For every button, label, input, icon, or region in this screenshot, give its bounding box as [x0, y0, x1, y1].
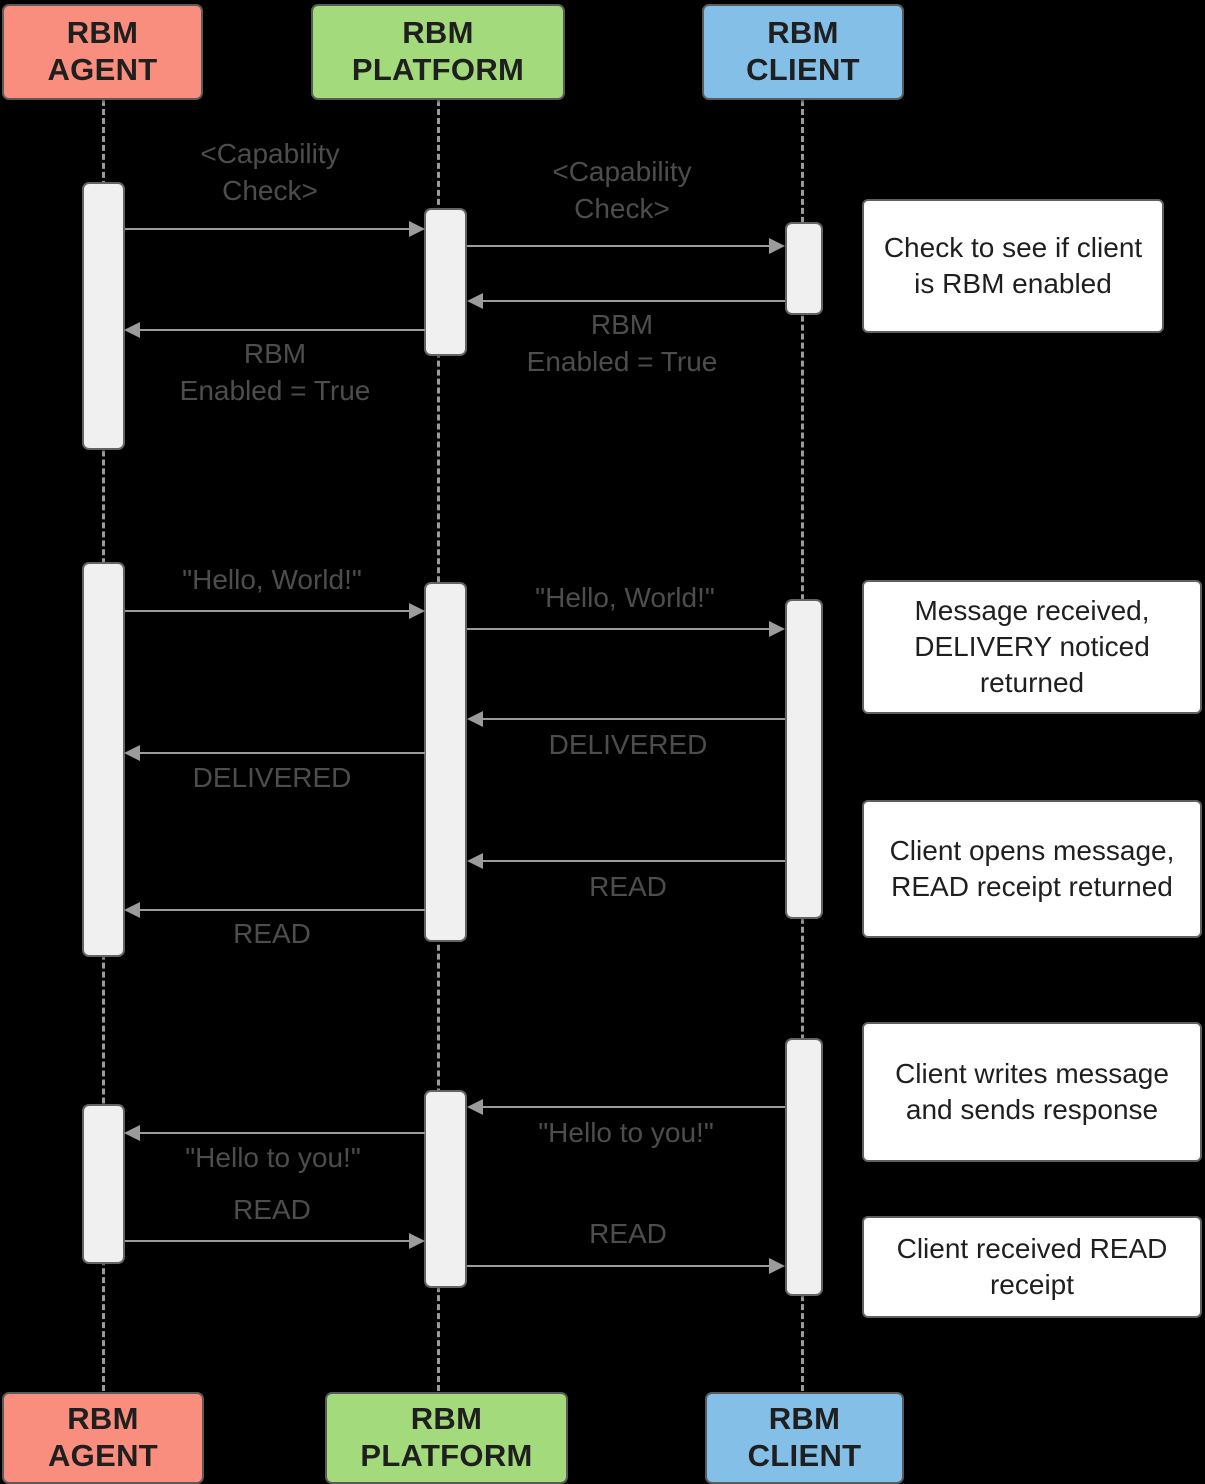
- message-arrowhead-m3: [467, 293, 483, 309]
- participant-agent-footer-line1: RBM: [67, 1401, 139, 1437]
- message-arrowhead-m13: [409, 1233, 425, 1249]
- participant-client-footer-line2: CLIENT: [747, 1438, 862, 1473]
- message-arrowhead-m10: [124, 902, 140, 918]
- message-label-m13: READ: [233, 1194, 311, 1225]
- activation-agent-2: [82, 562, 125, 957]
- message-label-m1: <Capability Check>: [200, 138, 340, 206]
- message-label-m2: <Capability Check>: [552, 156, 692, 224]
- participant-agent-footer-line2: AGENT: [48, 1438, 158, 1473]
- note-client-received-read: Client received READ receipt: [862, 1216, 1202, 1318]
- message-line-m6: [467, 628, 773, 630]
- message-line-m9: [482, 860, 785, 862]
- message-arrowhead-m1: [409, 221, 425, 237]
- activation-agent-3: [82, 1104, 125, 1264]
- message-arrowhead-m9: [467, 853, 483, 869]
- note-client-writes-message: Client writes message and sends response: [862, 1022, 1202, 1162]
- message-line-m14: [467, 1265, 773, 1267]
- note-message-received: Message received, DELIVERY noticed retur…: [862, 580, 1202, 714]
- participant-platform-footer-line2: PLATFORM: [360, 1438, 533, 1473]
- message-line-m7: [482, 718, 785, 720]
- message-line-m1: [125, 228, 413, 230]
- activation-client-1: [785, 222, 823, 315]
- activation-platform-2: [424, 582, 467, 942]
- activation-platform-3: [424, 1090, 467, 1288]
- message-line-m10: [140, 909, 425, 911]
- message-line-m2: [467, 245, 773, 247]
- message-label-m11: "Hello to you!": [538, 1117, 714, 1148]
- message-arrowhead-m7: [467, 711, 483, 727]
- participant-client-footer-line1: RBM: [768, 1401, 841, 1437]
- message-line-m4: [140, 329, 425, 331]
- message-arrowhead-m14: [769, 1258, 785, 1274]
- message-line-m3: [482, 300, 785, 302]
- message-arrowhead-m8: [124, 745, 140, 761]
- message-label-m9: READ: [589, 871, 667, 902]
- activation-client-2: [785, 599, 823, 919]
- participant-agent-line1: RBM: [66, 15, 139, 51]
- message-label-m10: READ: [233, 918, 311, 949]
- participant-header-platform[interactable]: RBM PLATFORM: [311, 4, 565, 100]
- message-label-m12: "Hello to you!": [185, 1142, 361, 1173]
- participant-platform-footer-line1: RBM: [410, 1401, 483, 1437]
- participant-footer-platform[interactable]: RBM PLATFORM: [325, 1392, 568, 1484]
- message-arrowhead-m4: [124, 322, 140, 338]
- participant-header-client[interactable]: RBM CLIENT: [702, 4, 904, 100]
- participant-agent-line2: AGENT: [47, 52, 158, 87]
- note-client-opens-message: Client opens message, READ receipt retur…: [862, 800, 1202, 938]
- activation-platform-1: [424, 208, 467, 356]
- activation-agent-1: [82, 182, 125, 450]
- message-line-m5: [125, 610, 413, 612]
- message-line-m8: [140, 752, 425, 754]
- message-arrowhead-m11: [467, 1099, 483, 1115]
- message-label-m8: DELIVERED: [192, 762, 352, 793]
- message-arrowhead-m12: [124, 1125, 140, 1141]
- participant-footer-client[interactable]: RBM CLIENT: [705, 1392, 904, 1484]
- participant-header-agent[interactable]: RBM AGENT: [2, 4, 203, 100]
- message-line-m13: [125, 1240, 413, 1242]
- participant-platform-line2: PLATFORM: [351, 52, 525, 87]
- participant-footer-agent[interactable]: RBM AGENT: [2, 1392, 204, 1484]
- message-arrowhead-m5: [409, 603, 425, 619]
- participant-platform-line1: RBM: [402, 15, 474, 51]
- message-arrowhead-m6: [769, 621, 785, 637]
- message-line-m12: [140, 1132, 425, 1134]
- message-label-m14: READ: [589, 1218, 667, 1249]
- participant-client-line2: CLIENT: [746, 52, 860, 87]
- message-label-m5: "Hello, World!": [182, 564, 362, 595]
- note-capability-check: Check to see if client is RBM enabled: [862, 199, 1164, 333]
- message-label-m4: RBM Enabled = True: [179, 338, 371, 406]
- message-label-m7: DELIVERED: [548, 729, 708, 760]
- participant-client-line1: RBM: [767, 15, 839, 51]
- activation-client-3: [785, 1038, 823, 1296]
- message-arrowhead-m2: [769, 238, 785, 254]
- message-label-m6: "Hello, World!": [535, 582, 715, 613]
- message-line-m11: [482, 1106, 785, 1108]
- message-label-m3: RBM Enabled = True: [526, 309, 718, 377]
